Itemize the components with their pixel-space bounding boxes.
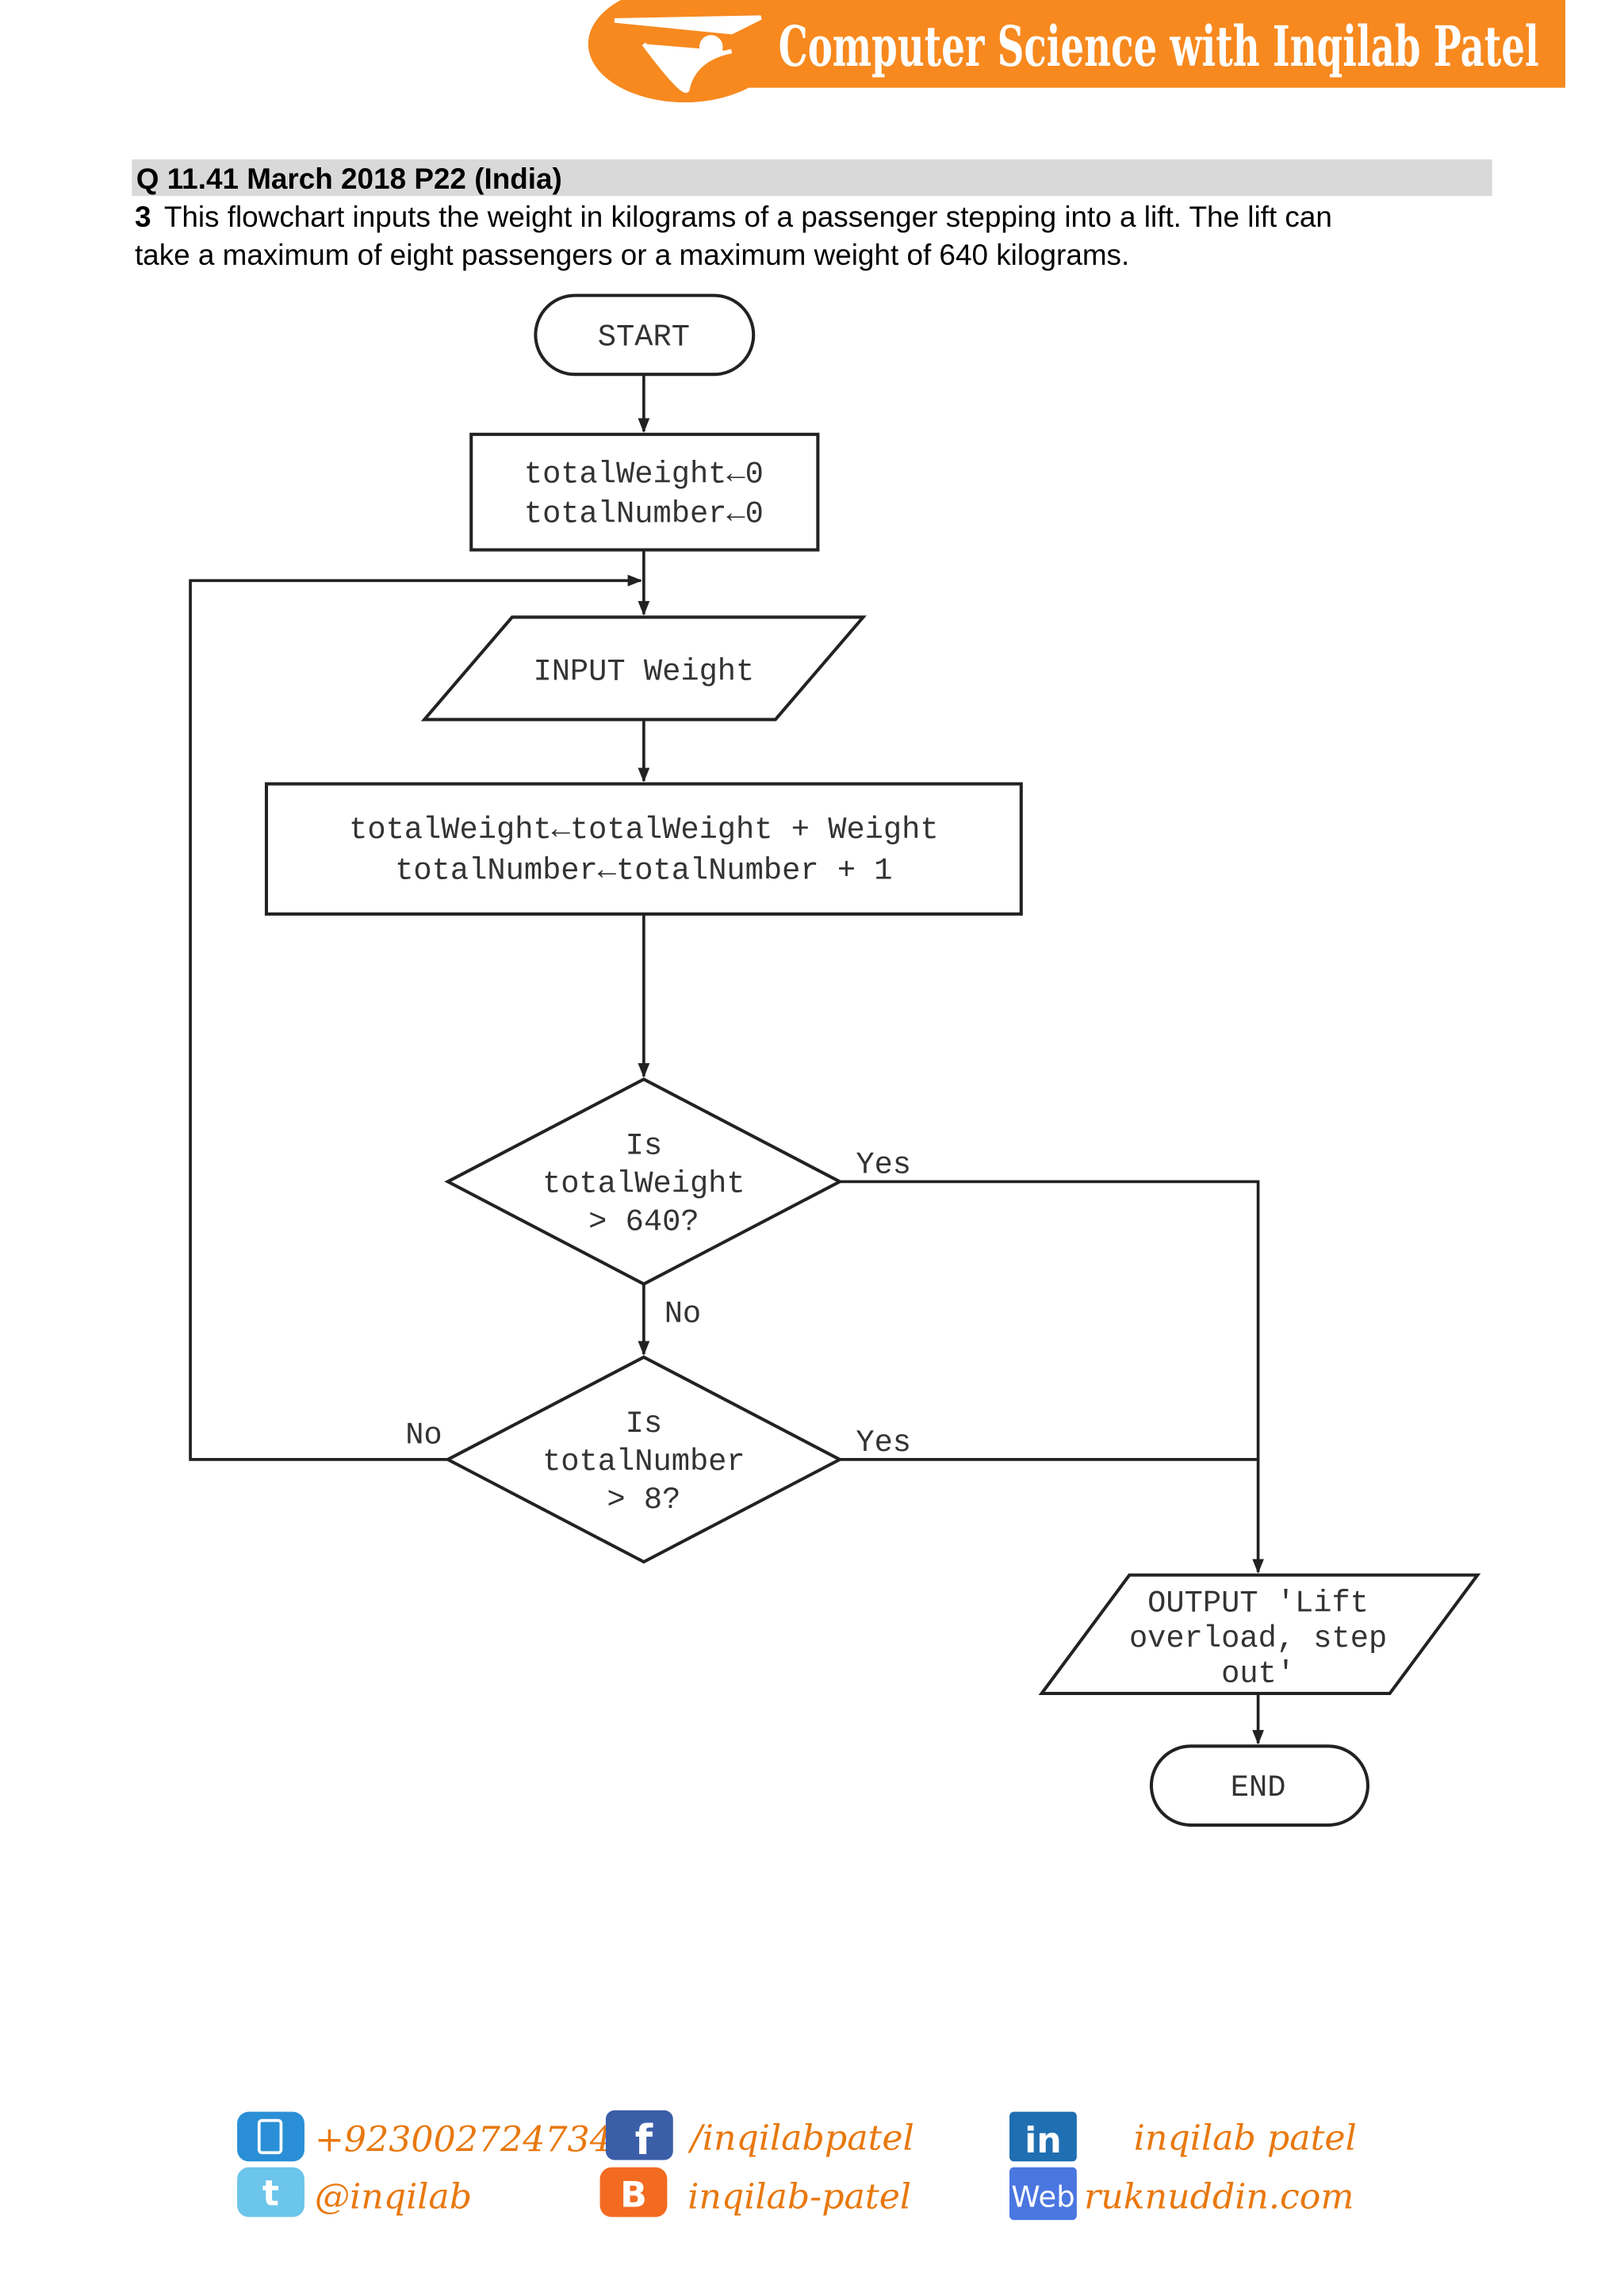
question-number: 3 bbox=[135, 201, 151, 233]
no-label-1: No bbox=[665, 1297, 701, 1332]
decision2-line1: Is bbox=[626, 1406, 662, 1441]
yes-label-2: Yes bbox=[856, 1425, 911, 1460]
question-text-line2: take a maximum of eight passengers or a … bbox=[135, 239, 1129, 271]
svg-text:t: t bbox=[262, 2174, 279, 2214]
yes-path-1 bbox=[840, 1180, 1264, 1574]
process-line1: totalWeight←totalWeight + Weight bbox=[349, 813, 939, 848]
output-line3: out' bbox=[1221, 1656, 1295, 1691]
question-heading: Q 11.41 March 2018 P22 (India) bbox=[136, 163, 562, 195]
svg-text:B: B bbox=[620, 2175, 647, 2215]
input-label: INPUT Weight bbox=[533, 655, 754, 690]
linkedin-icon bbox=[1009, 2111, 1077, 2162]
blogger-text[interactable]: inqilab-patel bbox=[688, 2176, 911, 2217]
end-terminator bbox=[1149, 1744, 1369, 1827]
svg-text:in: in bbox=[1025, 2121, 1062, 2161]
output-line1: OUTPUT 'Lift bbox=[1147, 1586, 1369, 1621]
web-icon bbox=[1009, 2167, 1077, 2221]
output-parallelogram bbox=[1038, 1573, 1481, 1696]
svg-text:f: f bbox=[635, 2117, 653, 2164]
decision1-line1: Is bbox=[626, 1128, 662, 1163]
loop-back-path bbox=[189, 574, 643, 1461]
brand-title: Computer Science with Inqilab Patel bbox=[779, 13, 1539, 79]
facebook-icon bbox=[605, 2110, 673, 2160]
init-line1: totalWeight←0 bbox=[524, 457, 764, 492]
phone-text[interactable]: +923002724734 bbox=[315, 2119, 612, 2160]
twitter-icon bbox=[237, 2167, 304, 2218]
web-icon-label: Web bbox=[1011, 2179, 1074, 2214]
start-label: START bbox=[598, 320, 690, 354]
init-box bbox=[469, 432, 820, 552]
input-parallelogram bbox=[420, 615, 867, 721]
decision2-line2: totalNumber bbox=[542, 1445, 745, 1479]
no-label-2: No bbox=[405, 1418, 442, 1453]
init-line2: totalNumber←0 bbox=[524, 497, 764, 532]
web-text[interactable]: ruknuddin.com bbox=[1084, 2176, 1354, 2217]
footer-contacts: +923002724734 t @inqilab f /inqilabpatel… bbox=[237, 2110, 1357, 2221]
output-line2: overload, step bbox=[1129, 1621, 1387, 1656]
question-text-line1: This flowchart inputs the weight in kilo… bbox=[164, 201, 1332, 233]
facebook-text[interactable]: /inqilabpatel bbox=[688, 2118, 914, 2159]
process-box bbox=[264, 782, 1023, 916]
phone-icon bbox=[237, 2111, 304, 2162]
brand-banner: Computer Science with Inqilab Patel bbox=[588, 0, 1565, 103]
yes-label-1: Yes bbox=[856, 1147, 911, 1182]
decision2-line3: > 8? bbox=[607, 1483, 680, 1517]
linkedin-text[interactable]: inqilab patel bbox=[1134, 2118, 1357, 2159]
decision1-line2: totalWeight bbox=[542, 1166, 745, 1201]
process-line2: totalNumber←totalNumber + 1 bbox=[395, 854, 892, 889]
twitter-text[interactable]: @inqilab bbox=[315, 2176, 472, 2217]
flowchart: START totalWeight←0 totalNumber←0 INPUT … bbox=[189, 293, 1481, 1827]
heading-bar bbox=[132, 159, 1492, 197]
end-label: END bbox=[1231, 1770, 1286, 1805]
blogger-icon bbox=[599, 2167, 668, 2218]
decision1-line3: > 640? bbox=[588, 1204, 699, 1239]
decision-number bbox=[444, 1355, 844, 1564]
